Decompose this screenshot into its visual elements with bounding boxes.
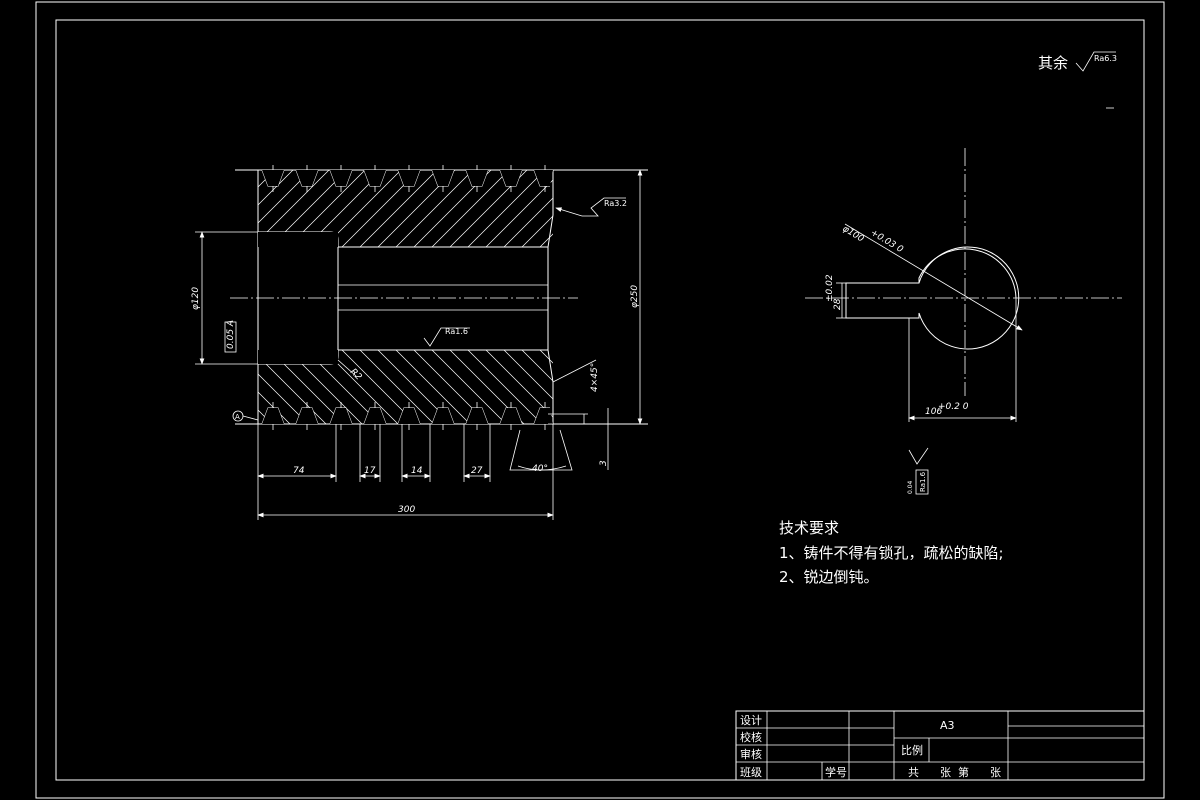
general-roughness-value: Ra6.3 [1094,54,1117,63]
dim-depth: 3 [599,460,609,466]
tb-scale: 比例 [901,743,923,757]
dim-keyway-28-tol: ±0.02 [825,274,835,302]
roughness-bore: Ra1.6 [445,327,468,336]
tech-req-title: 技术要求 [779,519,839,537]
tb-class: 班级 [740,766,762,779]
tech-req-item-2: 2、锐边倒钝。 [779,568,879,586]
dim-bore-100: φ100 [840,224,865,245]
dim-bore-120: φ120 [191,287,201,310]
dim-keyway-106: 106 [925,407,942,417]
dim-keyway-28: 28 [833,298,843,310]
tb-review: 审核 [740,747,762,761]
worm-section-view: φ120 0.05 A φ250 Ra3.2 Ra1.6 4×45° R2 A … [191,165,648,520]
technical-requirements: 技术要求 1、铸件不得有锁孔，疏松的缺陷; 2、锐边倒钝。 [779,519,1004,586]
tb-student-no: 学号 [825,765,847,779]
section-hatch-bottom [258,350,553,424]
dim-14: 14 [411,466,423,476]
dim-17: 17 [364,466,376,476]
tech-req-item-1: 1、铸件不得有锁孔，疏松的缺陷; [779,544,1004,562]
title-block: 设计 校核 审核 班级 学号 A3 比例 共 张 第 张 [735,710,1145,781]
bore-keyway-outline [845,246,1020,350]
sheet-inner-border [55,19,1145,781]
tb-size: A3 [940,719,955,732]
dim-outer-250: φ250 [630,285,640,308]
sheet-outer-border [35,1,1165,799]
dim-300: 300 [398,505,415,515]
roughness-keyway: Ra1.6 [919,471,927,492]
tb-check: 校核 [740,730,762,744]
geom-tol-right: 0.04 [907,480,914,494]
datum-label: A [235,413,240,421]
dim-keyway-106-tol: +0.2 0 [938,402,969,412]
dim-angle: 40° [532,464,548,474]
tb-design: 设计 [740,714,762,727]
tb-sheets: 共 张 第 张 [908,765,1001,779]
roughness-outer: Ra3.2 [604,199,627,208]
general-roughness-label: 其余 [1038,54,1068,72]
dim-74: 74 [293,466,305,476]
geom-tol-left: 0.05 A [226,320,236,349]
dim-27: 27 [471,466,483,476]
section-hatch-top [258,170,553,247]
bore-end-view: φ100 +0.03 0 28 ±0.02 106 +0.2 0 Ra1.6 0… [805,148,1122,495]
general-roughness-note: 其余 Ra6.3 [1038,51,1117,109]
dim-chamfer: 4×45° [590,363,600,392]
